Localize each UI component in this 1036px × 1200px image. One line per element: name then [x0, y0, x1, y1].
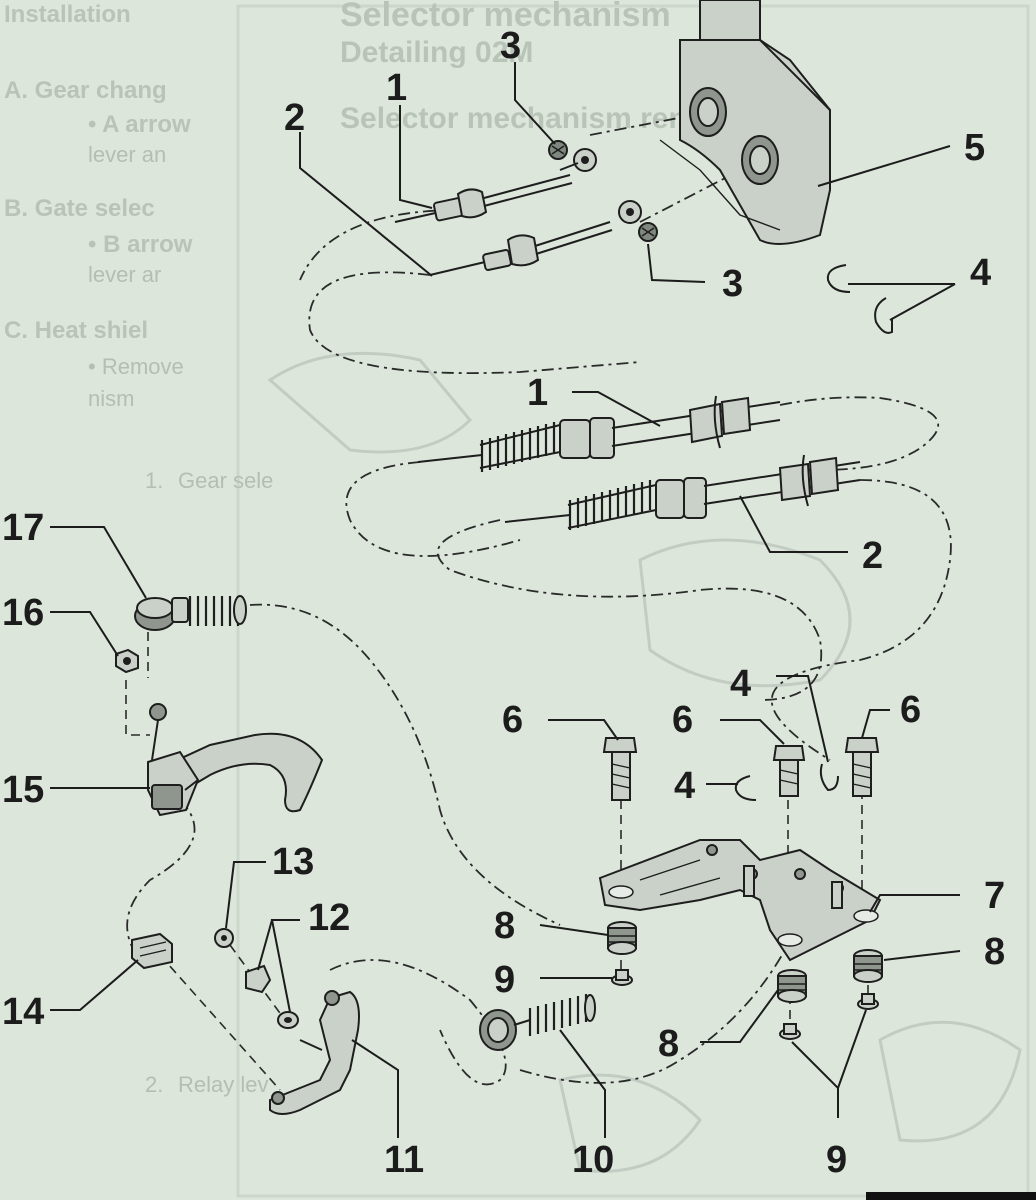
ghost-left-13: Relay lev — [178, 1072, 268, 1097]
leader-lines — [50, 62, 961, 1138]
ghost-left-7: C. Heat shiel — [4, 317, 148, 344]
ghost-heading-2: Detailing 02M — [340, 36, 533, 69]
upper-cables — [394, 148, 642, 276]
callout-labels: 1 1 2 2 3 3 4 4 4 5 6 6 6 7 8 8 8 9 9 10… — [2, 25, 1005, 1181]
ghost-heading-1: Selector mechanism — [340, 0, 671, 34]
ghost-left-10: 1. — [145, 468, 163, 493]
ghost-left-3: lever an — [88, 142, 166, 167]
bush-and-washer-12 — [245, 964, 299, 1029]
grommets-8 — [607, 921, 883, 1003]
callout-4-mid: 4 — [730, 663, 751, 705]
callout-9-bottom: 9 — [826, 1139, 847, 1181]
sleeves-9 — [611, 969, 879, 1040]
ghost-left-2: • A arrow — [88, 111, 191, 138]
callout-17: 17 — [2, 507, 44, 549]
spring-clips-lower — [734, 763, 839, 801]
callout-2-top: 2 — [284, 97, 305, 139]
spring-clips-top — [826, 264, 893, 334]
callout-9-left: 9 — [494, 959, 515, 1001]
cable-end-17 — [134, 595, 247, 631]
callout-16: 16 — [2, 592, 44, 634]
callout-1-middle: 1 — [527, 372, 548, 414]
callout-3-lower: 3 — [722, 263, 743, 305]
callout-5: 5 — [964, 127, 985, 169]
callout-6-left: 6 — [502, 699, 523, 741]
callout-11: 11 — [384, 1139, 424, 1181]
callout-14: 14 — [2, 991, 44, 1033]
ghost-left-1: A. Gear chang — [4, 77, 167, 104]
ghost-left-4: B. Gate selec — [4, 195, 155, 222]
callout-12: 12 — [308, 897, 350, 939]
callout-7: 7 — [984, 875, 1005, 917]
ghost-left-12: 2. — [145, 1072, 163, 1097]
ghost-left-6: lever ar — [88, 262, 161, 287]
ghost-left-9: nism — [88, 386, 134, 411]
callout-4-left: 4 — [674, 765, 695, 807]
callout-6-right: 6 — [900, 689, 921, 731]
cable-end-10 — [479, 994, 596, 1051]
page-corner-mark — [866, 1192, 1036, 1200]
bolts-6 — [602, 737, 880, 801]
callout-15: 15 — [2, 769, 44, 811]
middle-cables — [417, 395, 861, 530]
callout-2-middle: 2 — [862, 535, 883, 577]
relay-lever-11 — [269, 990, 360, 1115]
callout-1-top: 1 — [386, 67, 407, 109]
callout-13: 13 — [272, 841, 314, 883]
callout-8-left: 8 — [494, 905, 515, 947]
gearbox-housing — [659, 0, 831, 245]
callout-3-top: 3 — [500, 25, 521, 67]
callout-10: 10 — [572, 1139, 614, 1181]
callout-8-bottom: 8 — [658, 1023, 679, 1065]
clip-13 — [214, 928, 234, 948]
callout-8-right: 8 — [984, 931, 1005, 973]
ghost-left-11: Gear sele — [178, 468, 273, 493]
bracket-7 — [598, 839, 882, 962]
block-14 — [131, 932, 173, 970]
cable-clip-3 — [548, 140, 658, 242]
ghost-left-8: • Remove — [88, 354, 184, 379]
nut-16 — [115, 648, 139, 674]
callout-6-middle: 6 — [672, 699, 693, 741]
ghost-left-5: • B arrow — [88, 231, 193, 258]
gear-lever-15 — [147, 703, 324, 817]
ghost-left-0: Installation — [4, 1, 131, 28]
callout-4-top: 4 — [970, 252, 991, 294]
